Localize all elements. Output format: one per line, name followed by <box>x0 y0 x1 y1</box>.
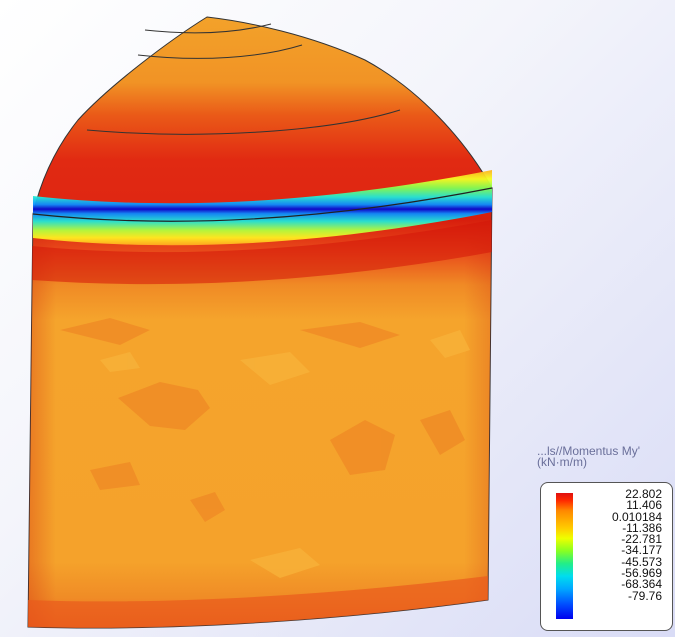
color-legend[interactable]: 22.802 11.406 0.010184 -11.386 -22.781 -… <box>540 482 673 631</box>
legend-title: ...ls//Momentus My' (kN·m/m) <box>537 444 673 469</box>
dome-ring-1 <box>137 44 303 59</box>
dome-ring-2 <box>144 23 272 34</box>
legend-value: -68.364 <box>621 577 662 592</box>
legend-value: -45.573 <box>621 554 662 569</box>
legend-value: -22.781 <box>621 532 662 547</box>
cylinder-side-shading <box>28 188 492 629</box>
legend-values: 22.802 11.406 0.010184 -11.386 -22.781 -… <box>611 487 662 603</box>
legend-value: 11.406 <box>626 498 662 513</box>
legend-color-scale <box>556 493 573 619</box>
legend-value: -79.76 <box>627 588 662 603</box>
legend-value: 0.010184 <box>611 509 662 524</box>
contour-patches <box>60 318 465 522</box>
junction-stress-band <box>33 170 492 246</box>
lower-red-band <box>32 220 492 285</box>
legend-value: -56.969 <box>621 566 662 581</box>
legend-title-line1: ...ls//Momentus My' <box>537 444 640 458</box>
legend-value: -34.177 <box>621 543 662 558</box>
legend-value: 22.802 <box>625 487 662 501</box>
legend-units: (kN·m/m) <box>537 455 587 469</box>
bottom-edge-band <box>28 576 488 629</box>
junction-edge-line <box>32 187 493 222</box>
contour-patches-light <box>100 330 470 578</box>
legend-value: -11.386 <box>622 520 662 535</box>
dome-ring-3 <box>86 109 401 135</box>
